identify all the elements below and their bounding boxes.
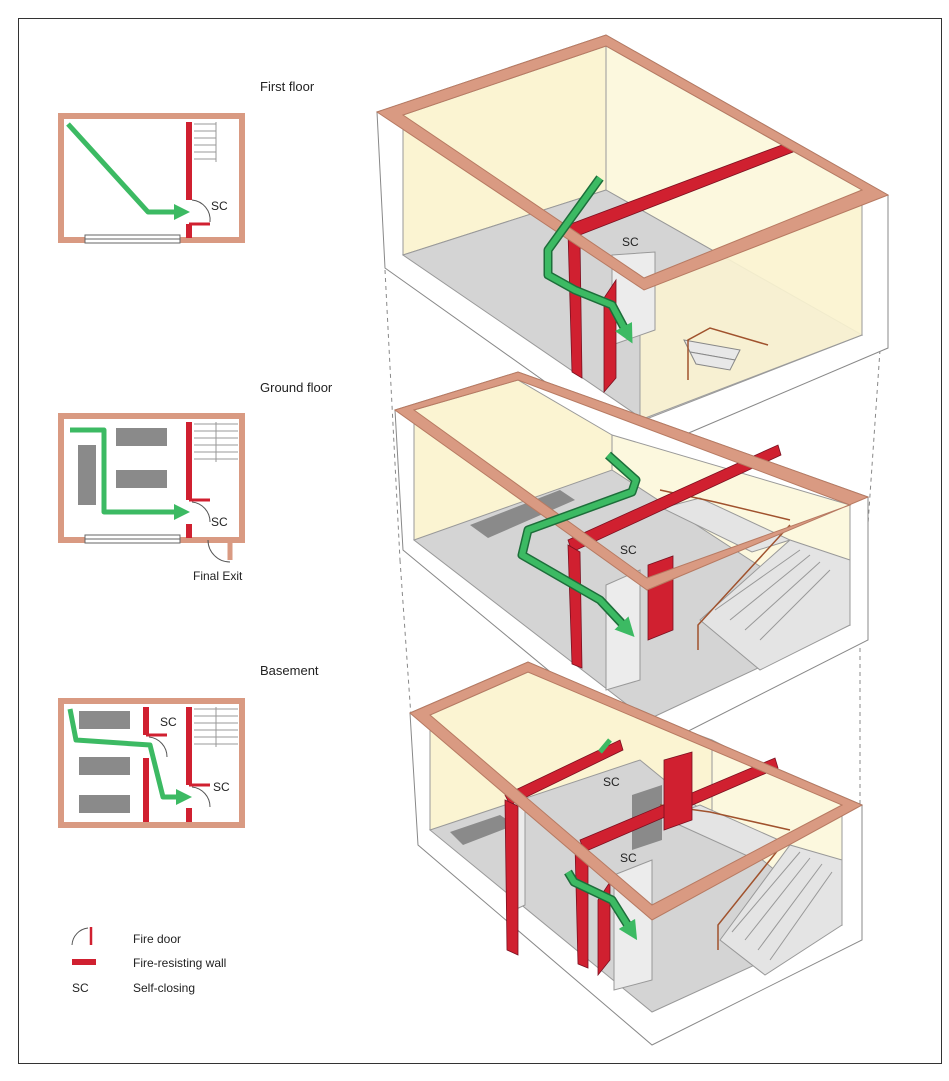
plan-escape-route (66, 122, 191, 221)
plan-ground-floor: Ground floor SC Final Exit (58, 380, 333, 583)
plan-sc-label: SC (211, 199, 228, 213)
figure-frame (18, 18, 942, 1064)
legend-fire-wall: Fire-resisting wall (133, 956, 226, 970)
svg-text:SC: SC (622, 235, 639, 249)
legend-sc-abbr: SC (72, 981, 89, 995)
svg-text:SC: SC (211, 515, 228, 529)
plan-basement: Basement SC SC (58, 663, 319, 828)
plan-title-ground-floor: Ground floor (260, 380, 333, 395)
svg-text:SC: SC (620, 543, 637, 557)
iso-furniture (470, 490, 575, 538)
plan-final-exit-door (207, 539, 231, 563)
plan-title-first-floor: First floor (260, 79, 315, 94)
iso-ground-floor: SC (393, 371, 870, 753)
plan-first-floor: First floor SC (58, 79, 315, 244)
fire-door-icon (71, 927, 89, 946)
iso-escape-route (545, 176, 633, 344)
stair-icon (194, 422, 238, 462)
plan-final-exit-label: Final Exit (193, 569, 243, 583)
stair-icon (194, 707, 238, 747)
svg-text:SC: SC (160, 715, 177, 729)
stair-icon (194, 122, 217, 162)
legend: Fire door Fire-resisting wall SC Self-cl… (71, 927, 226, 995)
stair-icon (662, 804, 843, 976)
svg-text:SC: SC (213, 780, 230, 794)
legend-sc-text: Self-closing (133, 981, 195, 995)
iso-basement: SC SC (409, 661, 864, 1046)
plan-outer-wall (58, 113, 245, 243)
plan-title-basement: Basement (260, 663, 319, 678)
stair-rail (687, 327, 769, 380)
svg-text:SC: SC (603, 775, 620, 789)
iso-first-floor: SC (375, 34, 890, 453)
svg-text:SC: SC (620, 851, 637, 865)
legend-fire-door: Fire door (133, 932, 181, 946)
plan-furniture (116, 428, 167, 446)
plan-fire-door (191, 199, 211, 223)
stair-icon (683, 339, 741, 371)
